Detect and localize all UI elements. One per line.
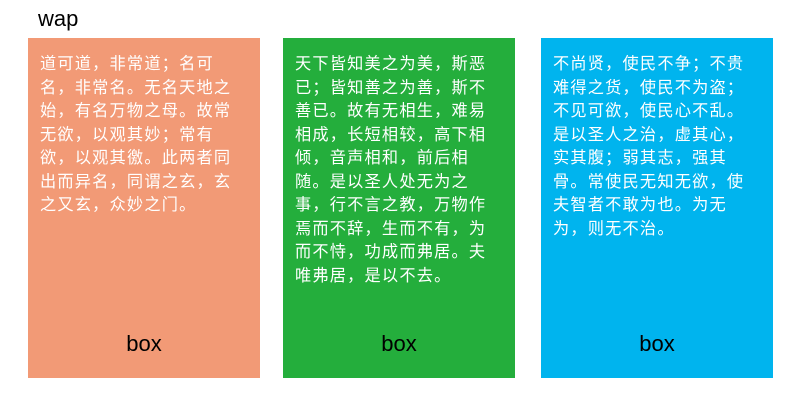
box-label: box xyxy=(126,331,162,356)
wap-container: 道可道，非常道；名可名，非常名。无名天地之始，有名万物之母。故常无欲，以观其妙；… xyxy=(28,38,774,378)
box-label: box xyxy=(639,331,675,356)
box-text: 道可道，非常道；名可名，非常名。无名天地之始，有名万物之母。故常无欲，以观其妙；… xyxy=(40,54,232,214)
box-salmon: 道可道，非常道；名可名，非常名。无名天地之始，有名万物之母。故常无欲，以观其妙；… xyxy=(28,38,260,378)
box-green: 天下皆知美之为美，斯恶已；皆知善之为善，斯不善已。故有无相生，难易相成，长短相较… xyxy=(283,38,515,378)
box-blue: 不尚贤，使民不争；不贵难得之货，使民不为盗；不见可欲，使民心不乱。是以圣人之治，… xyxy=(541,38,773,378)
wap-label: wap xyxy=(38,6,79,31)
box-text: 天下皆知美之为美，斯恶已；皆知善之为善，斯不善已。故有无相生，难易相成，长短相较… xyxy=(295,54,487,285)
box-text: 不尚贤，使民不争；不贵难得之货，使民不为盗；不见可欲，使民心不乱。是以圣人之治，… xyxy=(553,54,745,238)
box-label: box xyxy=(381,331,417,356)
